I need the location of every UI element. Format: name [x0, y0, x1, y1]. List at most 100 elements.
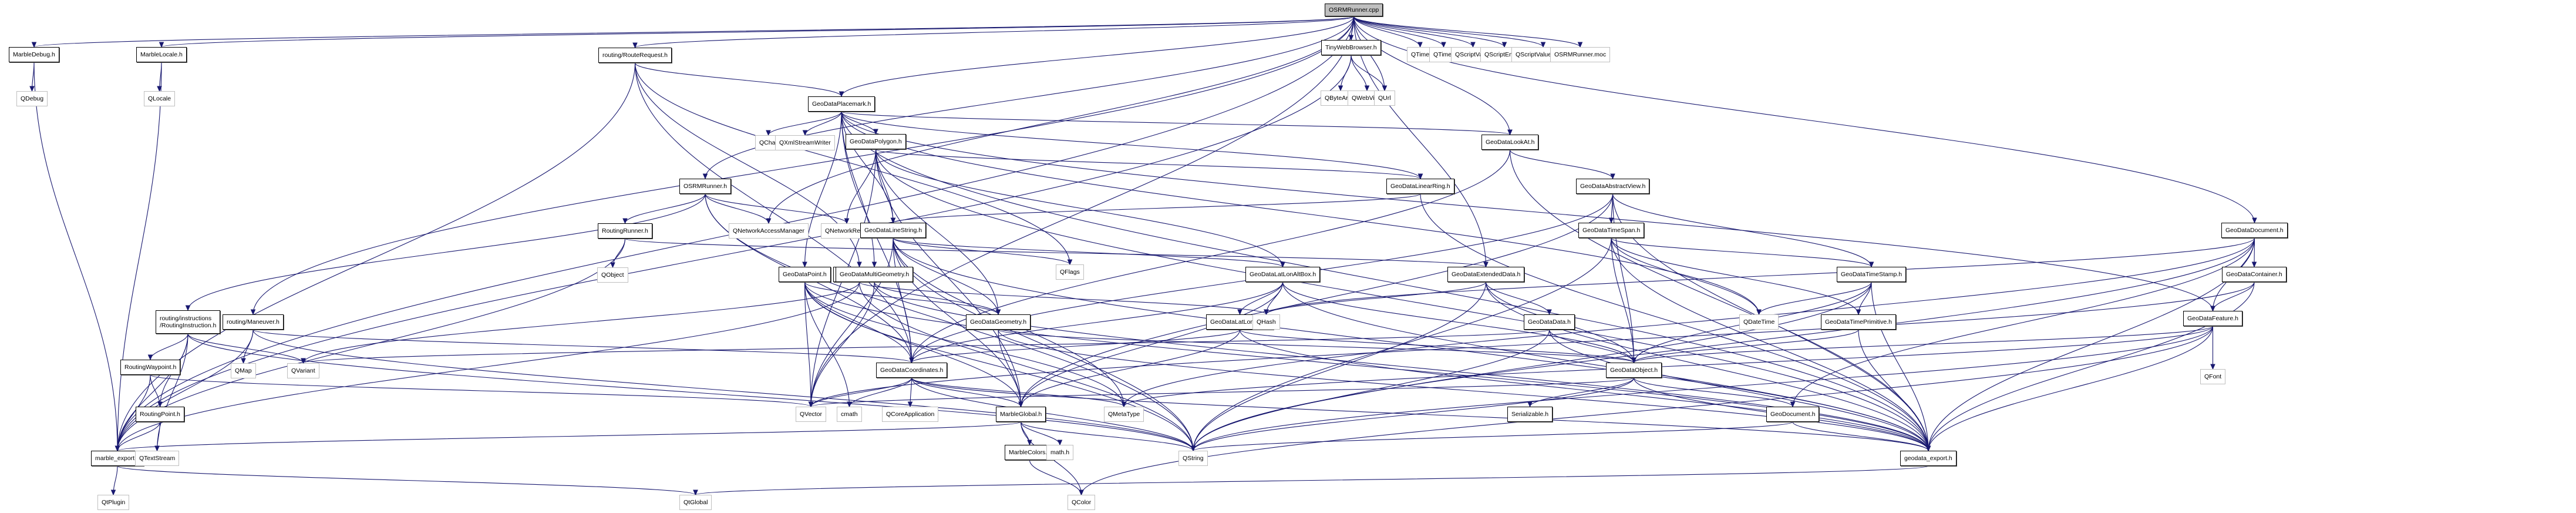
node-geodata_export[interactable]: geodata_export.h	[1900, 451, 1957, 466]
node-qcore-application[interactable]: QCoreApplication	[882, 407, 939, 422]
node-geo-data-look-at[interactable]: GeoDataLookAt.h	[1481, 135, 1539, 150]
node-geo-data-coordinates[interactable]: GeoDataCoordinates.h	[876, 363, 948, 378]
node-qtimer[interactable]: QTimer	[1429, 47, 1458, 62]
edge-GeoDataLinearRing-to-GeoDataLineString	[893, 193, 1421, 223]
node-geo-data-object[interactable]: GeoDataObject.h	[1606, 363, 1662, 378]
edge-root-to-GeoDataLookAt	[1353, 16, 1511, 135]
arrowhead-icon	[2210, 364, 2215, 370]
node-root[interactable]: OSRMRunner.cpp	[1325, 4, 1383, 16]
node-qflags[interactable]: QFlags	[1056, 264, 1084, 280]
edge-GeoDataGeometry-to-GeoDataObject	[998, 329, 1635, 363]
node-qobject[interactable]: QObject	[597, 267, 628, 283]
node-geo-data-lat-lon-alt-box[interactable]: GeoDataLatLonAltBox.h	[1245, 267, 1321, 282]
node-qmap[interactable]: QMap	[231, 363, 256, 378]
edge-GeoDataAbstractView-to-MarbleGlobal	[1020, 193, 1614, 407]
node-routing-point[interactable]: RoutingPoint.h	[136, 407, 184, 422]
edge-GeoDataExtendedData-to-geodata_export	[1485, 281, 1929, 451]
node-tiny-web-browser[interactable]: TinyWebBrowser.h	[1321, 40, 1381, 55]
edge-GeoDataCoordinates-to-QMetaType	[911, 377, 1124, 407]
edge-root-to-RouteRequest	[634, 16, 1355, 48]
node-geo-data-container[interactable]: GeoDataContainer.h	[2222, 267, 2287, 282]
edge-root-to-QScriptValue	[1353, 16, 1474, 48]
edge-marble_export-to-QtGlobal	[117, 465, 696, 495]
edge-GeoDataCoordinates-to-geodata_export	[911, 377, 1929, 451]
arrowhead-icon	[890, 217, 896, 224]
node-qvariant[interactable]: QVariant	[287, 363, 319, 378]
edge-GeoDataLineString-to-GeoDataCoordinates	[893, 237, 912, 363]
node-marble-locale[interactable]: MarbleLocale.h	[136, 47, 187, 62]
node-qfont[interactable]: QFont	[2200, 369, 2226, 384]
node-geo-data-data[interactable]: GeoDataData.h	[1524, 314, 1575, 330]
node-routing-waypoint[interactable]: RoutingWaypoint.h	[120, 360, 181, 375]
edge-GeoDataFeature-to-GeoDataObject	[1633, 326, 2214, 363]
node-geo-data-point[interactable]: GeoDataPoint.h	[779, 267, 831, 282]
node-geo-data-time-span[interactable]: GeoDataTimeSpan.h	[1578, 223, 1645, 238]
edge-GeoDataPolygon-to-geodata_export	[875, 149, 1929, 451]
edge-GeoDataObject-to-QVector	[810, 377, 1635, 407]
node-qt-global[interactable]: QtGlobal	[679, 495, 712, 510]
node-osrmrunner-h[interactable]: OSRMRunner.h	[679, 179, 732, 194]
edge-root-to-GeoDataExtendedData	[1353, 16, 1487, 267]
edge-RoutingProfile-to-QVariant	[302, 281, 860, 364]
node-qlocale[interactable]: QLocale	[144, 91, 176, 106]
arrowhead-icon	[29, 86, 35, 92]
node-marble_export[interactable]: marble_export.h	[91, 451, 144, 466]
node-qxml-stream-writer[interactable]: QXmlStreamWriter	[775, 135, 835, 150]
edge-GeoDataLineString-to-GeoDataGeometry	[893, 237, 999, 315]
arrowhead-icon	[1079, 489, 1084, 496]
node-geo-data-geometry[interactable]: GeoDataGeometry.h	[966, 314, 1031, 330]
node-geo-data-multi-geometry[interactable]: GeoDataMultiGeometry.h	[836, 267, 914, 282]
edge-RoutingRunner-to-marble_export	[117, 238, 626, 451]
node-routing-instruction[interactable]: routing/instructions /RoutingInstruction…	[156, 310, 221, 334]
node-qnetwork-access-manager[interactable]: QNetworkAccessManager	[729, 223, 809, 239]
node-geo-data-extended-data[interactable]: GeoDataExtendedData.h	[1447, 267, 1525, 282]
node-mathh[interactable]: math.h	[1046, 445, 1074, 460]
node-qtext-stream[interactable]: QTextStream	[135, 451, 180, 466]
arrowhead-icon	[1027, 440, 1032, 446]
node-geo-data-time-primitive[interactable]: GeoDataTimePrimitive.h	[1821, 314, 1896, 330]
edge-GeoDataLookAt-to-geodata_export	[1509, 149, 1929, 451]
edge-GeoDataPlacemark-to-GeoDataLinearRing	[841, 111, 1421, 179]
node-qt-plugin[interactable]: QtPlugin	[97, 495, 130, 510]
node-qtime[interactable]: QTime	[1407, 47, 1434, 62]
node-qstring[interactable]: QString	[1178, 451, 1208, 466]
node-geo-data-document[interactable]: GeoDataDocument.h	[2221, 223, 2288, 238]
node-geo-data-time-stamp[interactable]: GeoDataTimeStamp.h	[1837, 267, 1907, 282]
node-geo-data-linear-ring[interactable]: GeoDataLinearRing.h	[1386, 179, 1454, 194]
node-geo-data-polygon[interactable]: GeoDataPolygon.h	[846, 134, 906, 149]
node-geo-data-placemark[interactable]: GeoDataPlacemark.h	[808, 96, 875, 112]
node-qvector[interactable]: QVector	[796, 407, 826, 422]
node-geo-data-line-string[interactable]: GeoDataLineString.h	[860, 223, 927, 238]
node-maneuver[interactable]: routing/Maneuver.h	[223, 314, 284, 330]
edge-GeoDataLatLonBox-to-GeoDataObject	[1239, 329, 1635, 363]
node-osrmrunner-moc[interactable]: OSRMRunner.moc	[1550, 47, 1611, 62]
arrowhead-icon	[1382, 85, 1388, 92]
node-routing-runner[interactable]: RoutingRunner.h	[598, 223, 652, 239]
arrowhead-icon	[1057, 440, 1063, 446]
node-qmeta-type[interactable]: QMetaType	[1104, 407, 1144, 422]
edge-root-to-QVector	[810, 16, 1355, 407]
node-route-request[interactable]: routing/RouteRequest.h	[598, 48, 672, 63]
arrowhead-icon	[1018, 401, 1023, 408]
arrowhead-icon	[301, 358, 306, 364]
edge-RouteRequest-to-marble_export	[117, 62, 636, 451]
node-serializable[interactable]: Serializable.h	[1507, 407, 1553, 422]
edge-GeoDataLatLonAltBox-to-GeoDataCoordinates	[911, 281, 1284, 363]
node-qurl[interactable]: QUrl	[1374, 90, 1395, 106]
node-qdebug[interactable]: QDebug	[16, 91, 48, 106]
edge-GeoDataCoordinates-to-MarbleGlobal	[911, 377, 1022, 407]
edge-GeoDataContainer-to-GeoDataFeature	[2212, 281, 2255, 311]
arrowhead-icon	[610, 262, 615, 269]
node-qcolor[interactable]: QColor	[1068, 495, 1096, 510]
node-marble-global[interactable]: MarbleGlobal.h	[996, 407, 1046, 422]
node-geo-document[interactable]: GeoDocument.h	[1766, 407, 1820, 422]
edge-GeoDataTimePrimitive-to-GeoDataObject	[1633, 329, 1859, 363]
node-qhash[interactable]: QHash	[1252, 314, 1280, 330]
node-marble-debug[interactable]: MarbleDebug.h	[9, 47, 59, 62]
node-qdate-time[interactable]: QDateTime	[1739, 314, 1779, 330]
node-geo-data-abstract-view[interactable]: GeoDataAbstractView.h	[1576, 179, 1650, 194]
node-geo-data-feature[interactable]: GeoDataFeature.h	[2183, 311, 2242, 326]
node-cmath[interactable]: cmath	[837, 407, 862, 422]
edge-GeoDataGeometry-to-geodata_export	[998, 329, 1929, 451]
arrowhead-icon	[909, 357, 914, 364]
